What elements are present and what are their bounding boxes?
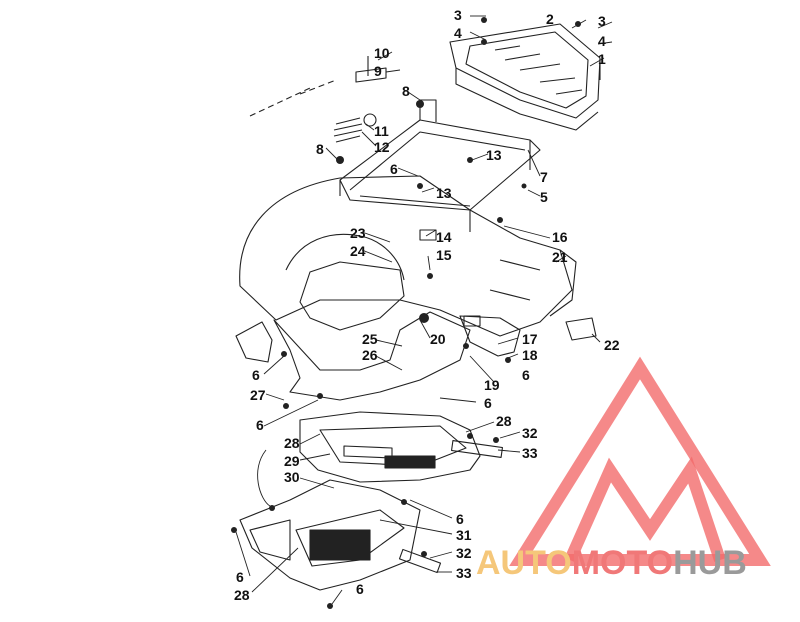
watermark-logo: AUTOMOTOHUB [476, 356, 771, 582]
callout-4-left: 4 [454, 25, 462, 41]
reference-line [249, 79, 337, 117]
rack-frame [339, 99, 541, 241]
callout-6-mid-left: 6 [256, 417, 264, 433]
callout-26: 26 [362, 347, 378, 363]
callout-19: 19 [484, 377, 500, 393]
callout-labels: 3 4 2 3 4 1 7 5 10 9 8 11 12 8 6 13 13 1… [234, 7, 620, 603]
footrest-upper [450, 440, 504, 458]
callout-23: 23 [350, 225, 366, 241]
side-panel-right [459, 315, 521, 357]
callout-28-right: 28 [496, 413, 512, 429]
callout-12: 12 [374, 139, 390, 155]
callout-4-right: 4 [598, 33, 606, 49]
callout-11: 11 [374, 123, 389, 139]
callout-28-mid: 28 [284, 435, 300, 451]
callout-7: 7 [540, 169, 548, 185]
hardware-markers [231, 17, 581, 609]
callout-3-left: 3 [454, 7, 462, 23]
callout-8-left: 8 [316, 141, 324, 157]
callout-6-lower-right: 6 [456, 511, 464, 527]
callout-13-mid: 13 [436, 185, 452, 201]
callout-9: 9 [374, 63, 382, 79]
callout-10: 10 [374, 45, 390, 61]
callout-6-left: 6 [252, 367, 260, 383]
leader-lines [235, 15, 613, 605]
callout-27: 27 [250, 387, 266, 403]
watermark-moto: MOTO [572, 544, 673, 582]
callout-17: 17 [522, 331, 538, 347]
callout-24: 24 [350, 243, 366, 259]
callout-33-top: 33 [522, 445, 538, 461]
callout-32-top: 32 [522, 425, 538, 441]
callout-22: 22 [604, 337, 620, 353]
rear-fender-body [235, 175, 577, 401]
spring-assembly [333, 56, 387, 143]
callout-16: 16 [552, 229, 568, 245]
callout-6-bottom: 6 [356, 581, 364, 597]
callout-28-bottom: 28 [234, 587, 250, 603]
callout-29: 29 [284, 453, 300, 469]
callout-3-right: 3 [598, 13, 606, 29]
watermark-hub: HUB [673, 544, 747, 582]
callout-6-bottom-left: 6 [236, 569, 244, 585]
callout-6-right: 6 [522, 367, 530, 383]
watermark-auto: AUTO [476, 544, 572, 582]
footwell-upper [299, 411, 481, 483]
callout-5: 5 [540, 189, 548, 205]
callout-15: 15 [436, 247, 452, 263]
decal-22 [565, 317, 597, 341]
callout-21: 21 [552, 249, 568, 265]
svg-text:AUTOMOTOHUB: AUTOMOTOHUB [476, 544, 747, 582]
callout-20: 20 [430, 331, 446, 347]
callout-6-top: 6 [390, 161, 398, 177]
callout-18: 18 [522, 347, 538, 363]
footrest-lower [398, 548, 442, 574]
callout-6-mid-right: 6 [484, 395, 492, 411]
callout-13-top: 13 [486, 147, 502, 163]
callout-8-top: 8 [402, 83, 410, 99]
callout-30: 30 [284, 469, 300, 485]
callout-14: 14 [436, 229, 452, 245]
callout-32-bottom: 32 [456, 545, 472, 561]
callout-33-bottom: 33 [456, 565, 472, 581]
rear-rack [449, 23, 601, 131]
callout-31: 31 [456, 527, 472, 543]
footwell-lower [239, 479, 421, 591]
callout-25: 25 [362, 331, 378, 347]
callout-1: 1 [598, 51, 606, 67]
callout-2: 2 [546, 11, 554, 27]
